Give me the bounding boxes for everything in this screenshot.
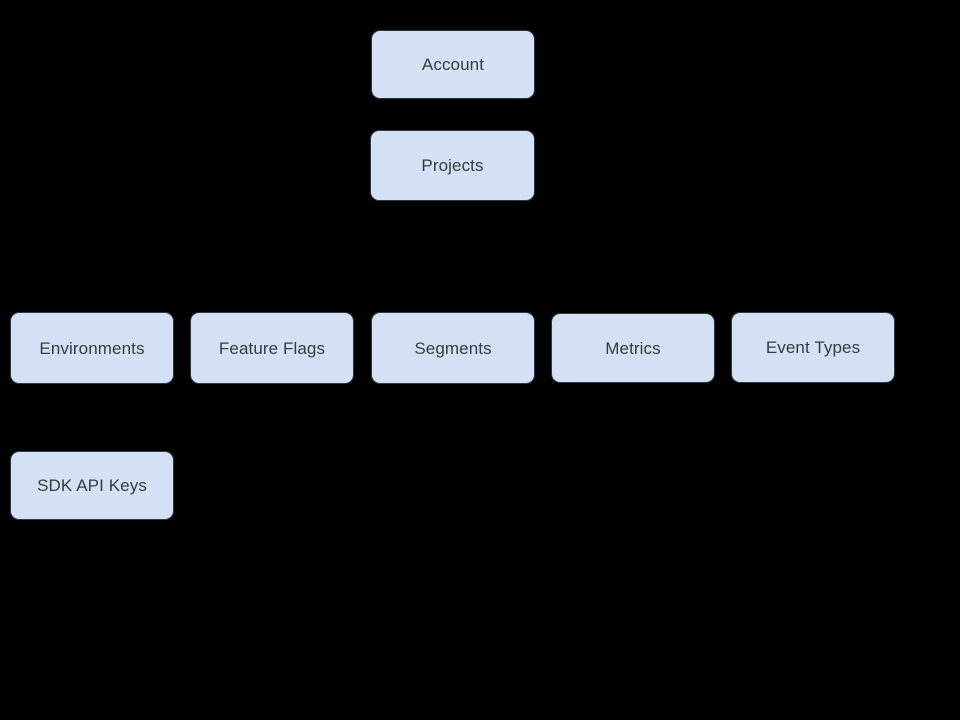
node-feature-flags[interactable]: Feature Flags — [190, 312, 354, 384]
node-label-segments: Segments — [414, 338, 492, 358]
node-environments[interactable]: Environments — [10, 312, 174, 384]
node-label-sdk-api-keys: SDK API Keys — [37, 476, 147, 495]
node-label-event-types: Event Types — [765, 338, 861, 357]
node-label-projects: Projects — [421, 156, 484, 175]
node-segments[interactable]: Segments — [371, 312, 535, 384]
node-projects[interactable]: Projects — [370, 130, 535, 201]
node-label-feature-flags: Feature Flags — [218, 338, 326, 358]
node-label-environments: Environments — [39, 338, 145, 358]
node-label-account: Account — [421, 55, 485, 74]
node-account[interactable]: Account — [371, 30, 535, 99]
node-metrics[interactable]: Metrics — [551, 313, 715, 383]
node-event-types[interactable]: Event Types — [731, 312, 895, 383]
node-sdk-api-keys[interactable]: SDK API Keys — [10, 451, 174, 520]
node-label-metrics: Metrics — [605, 338, 661, 358]
